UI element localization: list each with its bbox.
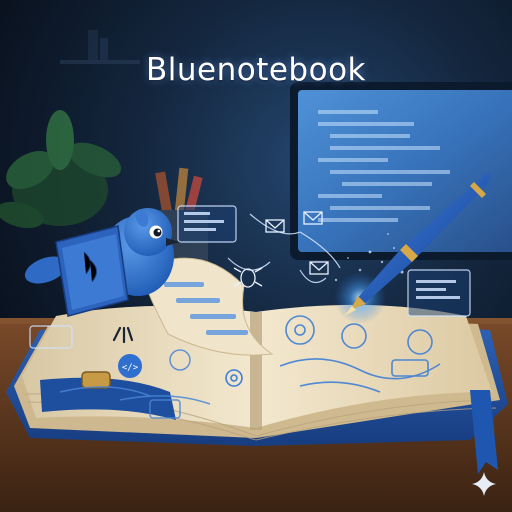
screen-code-lines — [318, 110, 450, 222]
gear-icon — [225, 369, 243, 387]
code-tag-icon: </> — [118, 354, 142, 378]
bug-icon — [233, 267, 263, 288]
page-sketches-right — [279, 315, 441, 393]
fountain-pen-icon — [344, 172, 491, 316]
notebook-strap — [40, 377, 176, 420]
wall-shelf — [60, 30, 140, 64]
sparkle-icon — [472, 472, 496, 496]
open-notebook: </> — [6, 257, 508, 474]
svg-text:</>: </> — [122, 363, 139, 373]
bookmark-ribbon — [470, 390, 498, 474]
bird-mascot — [24, 208, 180, 344]
title: Bluenotebook — [145, 52, 366, 88]
strap-buckle — [81, 371, 111, 389]
monitor — [290, 82, 512, 260]
page-sketches-left — [59, 349, 211, 419]
envelope-icon — [265, 211, 329, 275]
plant — [0, 110, 122, 229]
